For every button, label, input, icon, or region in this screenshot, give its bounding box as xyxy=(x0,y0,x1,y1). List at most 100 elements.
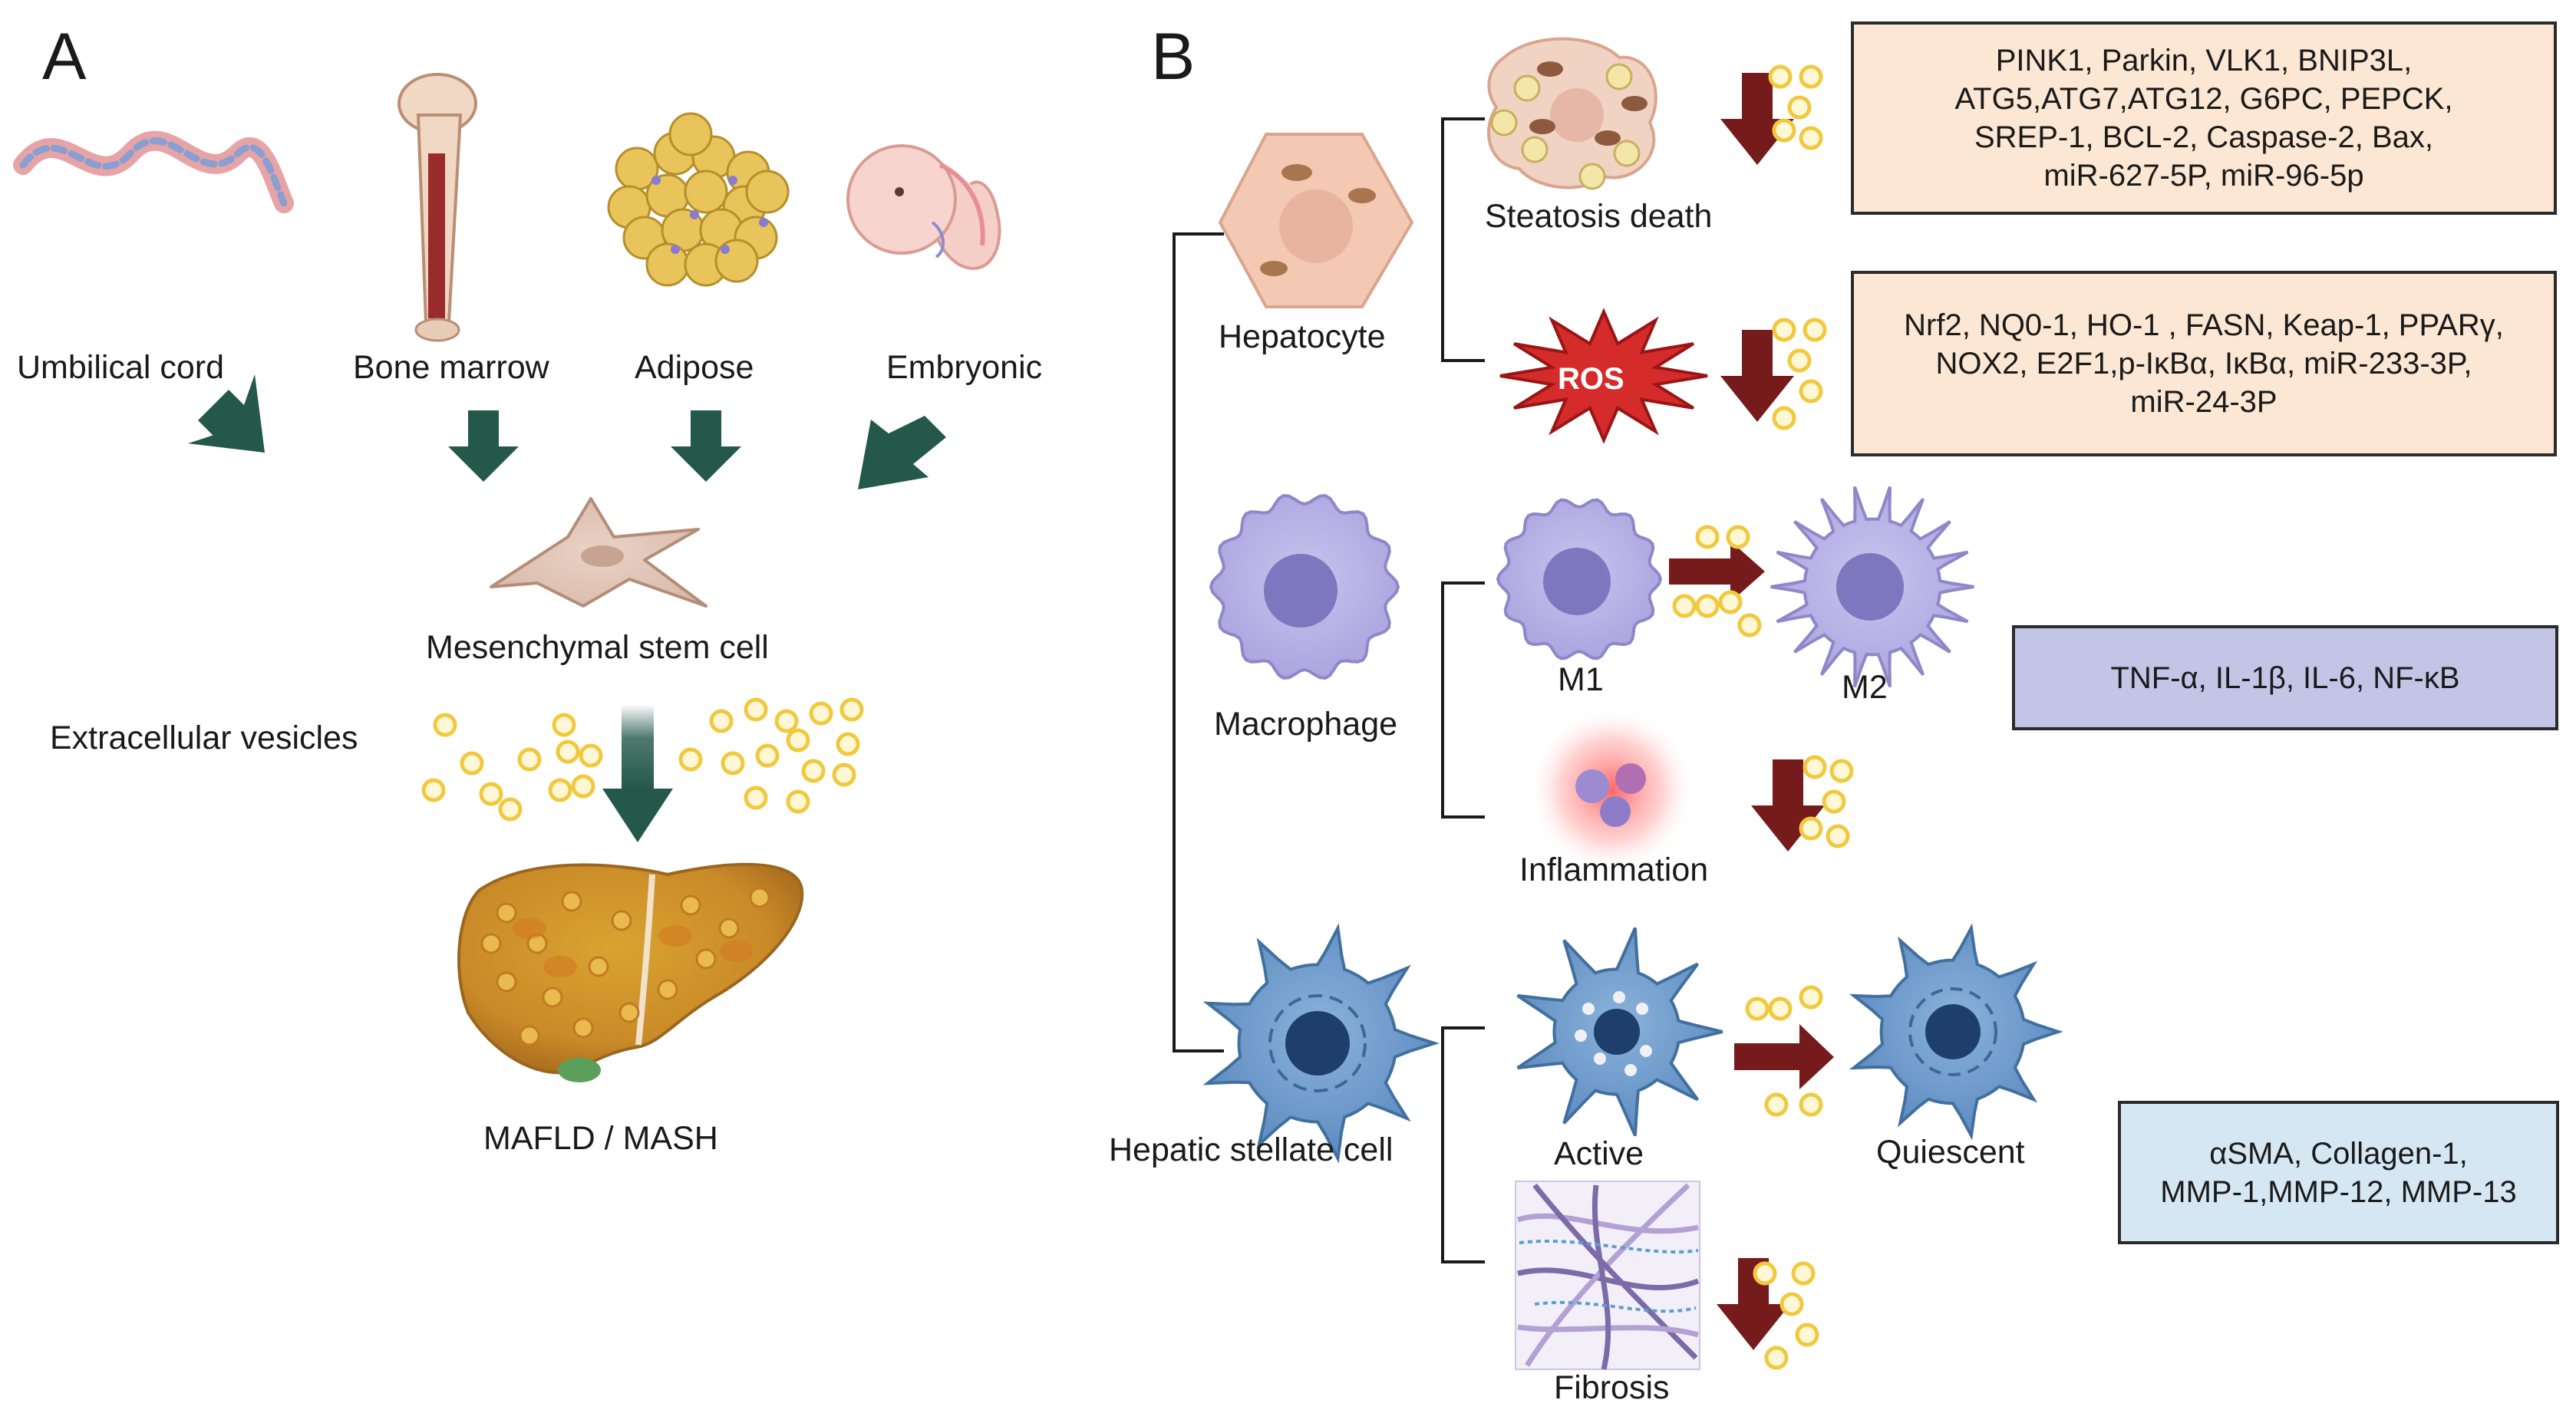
vesicle xyxy=(552,713,576,737)
steatosis-death-label: Steatosis death xyxy=(1485,198,1713,235)
vesicle xyxy=(1764,1346,1789,1370)
vesicle xyxy=(839,697,864,722)
hepatic-stellate-cell-icon xyxy=(1202,923,1440,1164)
activation-granule xyxy=(1575,1029,1587,1042)
activation-granule xyxy=(1613,991,1625,1003)
activation-granule xyxy=(1582,1003,1595,1015)
fat-droplet xyxy=(657,979,678,1000)
vesicle xyxy=(755,743,780,768)
lipid-droplet xyxy=(1578,163,1606,190)
adipose-dot xyxy=(721,245,730,254)
liver-patch xyxy=(658,925,692,947)
adipocyte xyxy=(684,170,728,214)
mitochondrion xyxy=(1529,119,1555,134)
source-adipose: Adipose xyxy=(635,349,754,386)
vesicle xyxy=(1799,985,1823,1010)
hepatocyte-label: Hepatocyte xyxy=(1219,318,1386,355)
vesicle xyxy=(498,797,523,822)
macrophage-markers-box: TNF-α, IL-1β, IL-6, NF-κB xyxy=(2012,625,2558,730)
fat-droplet xyxy=(519,1025,540,1046)
ros-burst-icon xyxy=(1499,308,1708,444)
vesicle xyxy=(1695,525,1720,549)
collagen-fiber xyxy=(1591,1184,1611,1370)
vesicle xyxy=(421,778,446,802)
adipocyte xyxy=(745,170,790,214)
vesicle xyxy=(460,751,484,776)
marker-line: Nrf2, NQ0-1, HO-1 , FASN, Keap-1, PPARγ, xyxy=(1904,308,2504,342)
macrophage-label: Macrophage xyxy=(1214,706,1398,743)
collagen-fiber xyxy=(1516,1213,1699,1234)
vesicle xyxy=(801,759,826,783)
marker-line: αSMA, Collagen-1, xyxy=(2209,1136,2468,1171)
vesicle xyxy=(517,747,542,772)
quiescent-stellate-cell-icon xyxy=(1849,923,2063,1141)
mitochondrion xyxy=(1595,130,1621,146)
vesicle xyxy=(1799,126,1823,150)
msc-to-liver-arrow xyxy=(602,704,673,842)
vesicle xyxy=(1764,1092,1789,1117)
adipocyte xyxy=(668,112,713,156)
vesicle xyxy=(809,701,833,726)
marker-line: MMP-1,MMP-12, MMP-13 xyxy=(2160,1174,2517,1209)
fat-droplet xyxy=(618,1002,640,1023)
fat-droplet xyxy=(542,987,563,1008)
fat-droplet xyxy=(496,971,517,993)
mitochondrion xyxy=(1621,96,1648,111)
liver-patch xyxy=(720,940,754,962)
hepatocyte-ros-markers-box: Nrf2, NQ0-1, HO-1 , FASN, Keap-1, PPARγ,… xyxy=(1851,271,2557,456)
ros-burst xyxy=(1499,308,1708,444)
macrophage-icon xyxy=(1209,494,1400,680)
vesicle xyxy=(1768,64,1793,89)
fat-droplet xyxy=(611,910,632,931)
extracellular-vesicles-b xyxy=(1672,64,1854,1370)
fibrosis-icon xyxy=(1515,1181,1700,1370)
mitochondrion xyxy=(1537,61,1563,77)
fat-droplet xyxy=(588,956,609,977)
marker-line: TNF-α, IL-1β, IL-6, NF-κB xyxy=(2110,660,2460,695)
adipocyte xyxy=(645,242,690,287)
embryo-icon xyxy=(846,144,1001,270)
vesicle xyxy=(1768,996,1793,1021)
extracellular-vesicles-a xyxy=(421,697,864,822)
vesicle xyxy=(1826,824,1850,848)
inflammation-icon xyxy=(1527,706,1696,875)
marker-line: NOX2, E2F1,p-IκBα, IκBα, miR-233-3P, xyxy=(1935,347,2472,380)
vesicle xyxy=(836,732,860,756)
vesicle xyxy=(1799,1092,1823,1117)
panel-b-label: B xyxy=(1151,20,1196,94)
fat-droplet xyxy=(680,894,701,916)
vesicle xyxy=(479,782,503,806)
vesicle xyxy=(1799,379,1823,404)
adipose-dot xyxy=(728,176,737,185)
lipid-droplet xyxy=(1490,109,1518,137)
hepatic-stellate-cell-label: Hepatic stellate cell xyxy=(1109,1131,1394,1168)
vesicle xyxy=(678,747,703,772)
steatosis-death-icon xyxy=(1487,37,1657,190)
activation-granule xyxy=(1594,1052,1606,1065)
vesicle xyxy=(1745,996,1770,1021)
vesicle xyxy=(571,774,595,799)
down-arrow xyxy=(1717,1258,1790,1350)
marker-line: SREP-1, BCL-2, Caspase-2, Bax, xyxy=(1974,120,2434,154)
vesicle xyxy=(786,789,810,814)
source-embryonic: Embryonic xyxy=(886,349,1043,386)
vesicle xyxy=(1799,816,1823,841)
active-stellate-cell-icon xyxy=(1516,927,1723,1137)
mesenchymal-stem-cell-icon xyxy=(490,497,707,608)
lipid-droplet xyxy=(1513,74,1541,102)
panel-a-label: A xyxy=(42,20,87,94)
transition-arrows xyxy=(1669,541,1834,1089)
fat-droplet xyxy=(749,887,770,908)
vesicle xyxy=(1791,1261,1816,1286)
m2-macrophage-icon xyxy=(1770,486,1974,688)
fat-droplet xyxy=(718,917,740,939)
vesicle xyxy=(1803,318,1827,342)
vesicle xyxy=(832,763,856,787)
vesicle xyxy=(1779,1292,1804,1316)
umbilical-cord-icon xyxy=(13,130,294,213)
collagen-fiber xyxy=(1517,1267,1700,1290)
vesicle xyxy=(433,713,457,737)
ev-label: Extracellular vesicles xyxy=(50,720,358,756)
fat-droplet xyxy=(572,1017,594,1039)
